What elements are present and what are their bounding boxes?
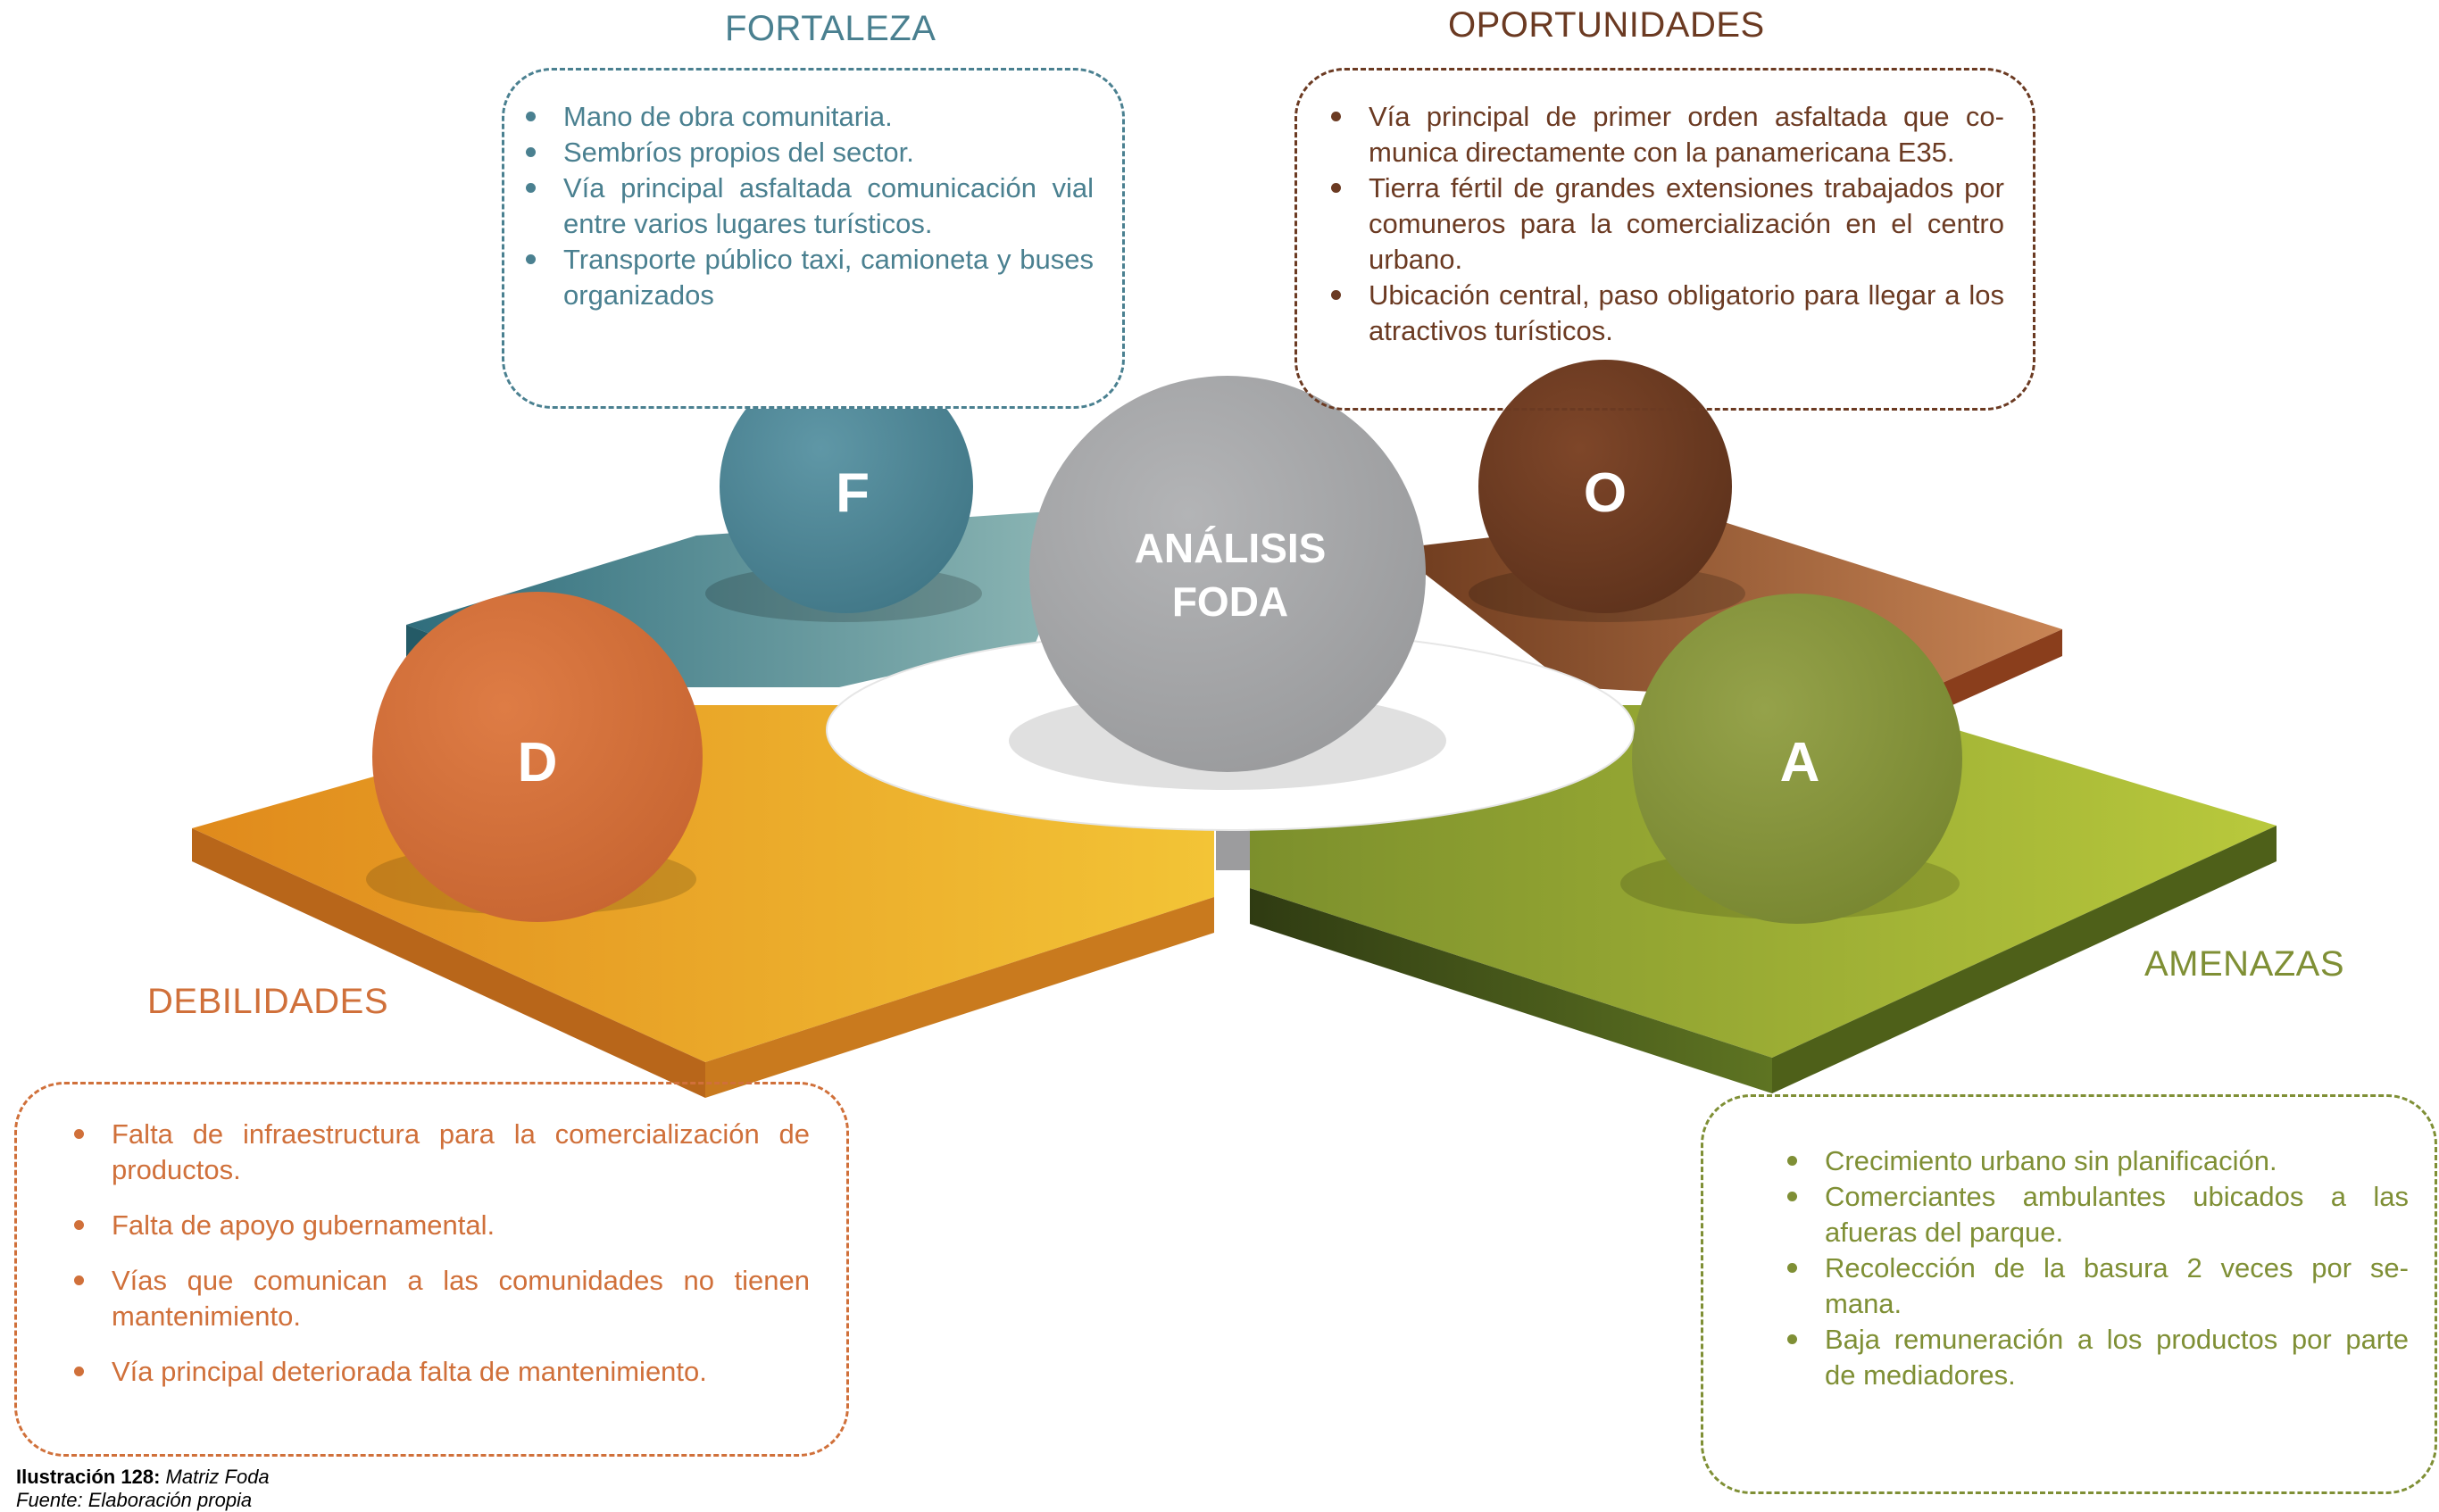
oportunidades-box: Vía principal de primer orden asfaltada … <box>1294 68 2035 411</box>
caption-title: Matriz Foda <box>165 1466 270 1488</box>
fortaleza-list: Mano de obra comunitaria. Sembríos propi… <box>504 99 1094 313</box>
list-item: Vía principal deteriorada falta de mante… <box>53 1354 810 1390</box>
sphere-amenazas <box>1632 594 1962 924</box>
list-item: Transporte público taxi, camioneta y bus… <box>504 242 1094 313</box>
list-item: Vías que comunican a las comunidades no … <box>53 1263 810 1334</box>
letter-f: F <box>836 462 870 524</box>
sphere-debilidades <box>372 592 703 922</box>
letter-o: O <box>1584 462 1627 524</box>
list-item: Recolección de la basura 2 veces por se-… <box>1766 1250 2409 1322</box>
caption-label: Ilustración 128: <box>16 1466 161 1488</box>
amenazas-list: Crecimiento urbano sin planificación. Co… <box>1766 1143 2409 1393</box>
center-title-line2: FODA <box>1172 578 1288 625</box>
list-item: Sembríos propios del sector. <box>504 135 1094 170</box>
amenazas-box: Crecimiento urbano sin planificación. Co… <box>1701 1094 2437 1494</box>
list-item: Mano de obra comunitaria. <box>504 99 1094 135</box>
list-item: Tierra fértil de grandes extensiones tra… <box>1310 170 2004 278</box>
center-title-line1: ANÁLISIS <box>1135 525 1327 571</box>
heading-debilidades: DEBILIDADES <box>147 982 389 1021</box>
sphere-oportunidades <box>1478 360 1732 613</box>
figure-caption: Ilustración 128: Matriz Foda <box>16 1466 270 1489</box>
debilidades-list: Falta de infraestructura para la comerci… <box>53 1117 810 1390</box>
list-item: Vía principal asfaltada comunicación via… <box>504 170 1094 242</box>
list-item: Crecimiento urbano sin planificación. <box>1766 1143 2409 1179</box>
list-item: Comerciantes ambulantes ubicados a las a… <box>1766 1179 2409 1250</box>
letter-d: D <box>518 732 558 793</box>
figure-source: Fuente: Elaboración propia <box>16 1489 253 1511</box>
sphere-center <box>1029 376 1426 772</box>
list-item: Vía principal de primer orden asfaltada … <box>1310 99 2004 170</box>
list-item: Falta de apoyo gubernamental. <box>53 1208 810 1243</box>
list-item: Falta de infraestructura para la comerci… <box>53 1117 810 1188</box>
heading-fortaleza: FORTALEZA <box>725 9 936 48</box>
letter-a: A <box>1780 732 1820 793</box>
list-item: Baja remuneración a los productos por pa… <box>1766 1322 2409 1393</box>
fortaleza-box: Mano de obra comunitaria. Sembríos propi… <box>502 68 1125 409</box>
oportunidades-list: Vía principal de primer orden asfaltada … <box>1310 99 2004 349</box>
heading-amenazas: AMENAZAS <box>2144 944 2345 984</box>
heading-oportunidades: OPORTUNIDADES <box>1448 5 1765 45</box>
debilidades-box: Falta de infraestructura para la comerci… <box>14 1082 849 1457</box>
list-item: Ubicación central, paso obligatorio para… <box>1310 278 2004 349</box>
sphere-fortaleza <box>720 360 973 613</box>
